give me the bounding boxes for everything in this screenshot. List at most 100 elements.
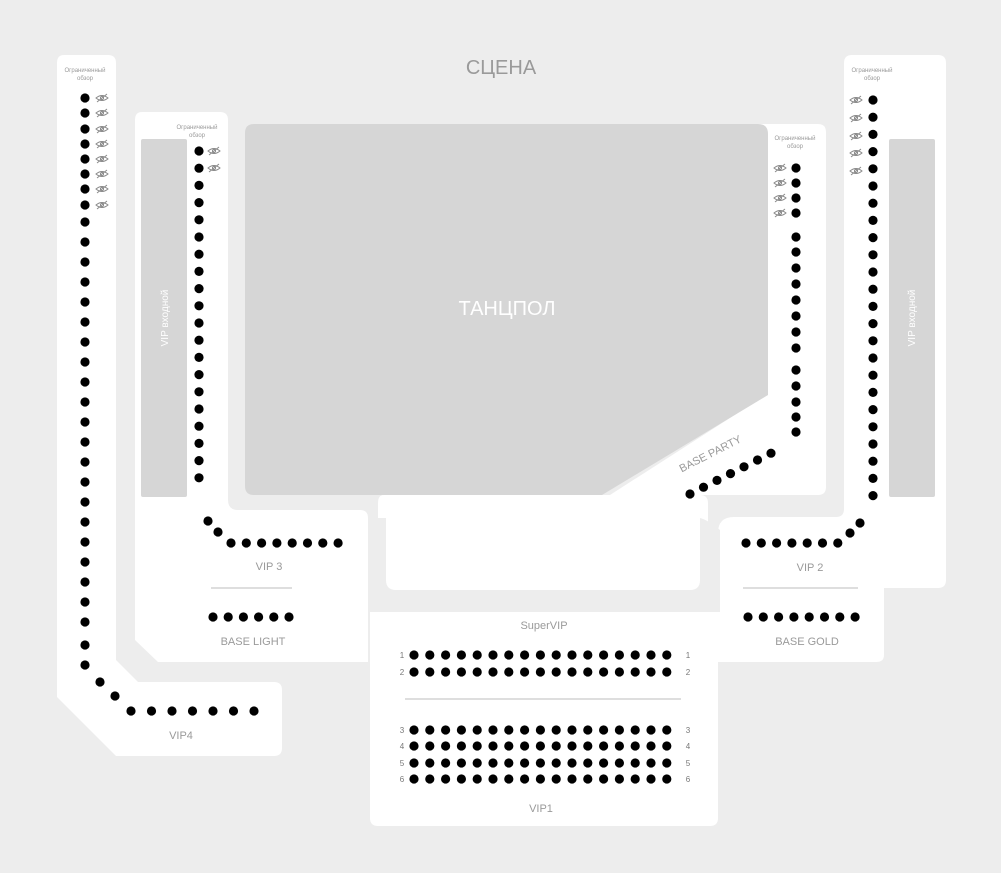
seat-base-party[interactable]	[791, 232, 801, 242]
seat-base-party[interactable]	[752, 455, 763, 465]
seat-base-gold[interactable]	[850, 612, 860, 622]
seat-vip4[interactable]	[80, 237, 90, 247]
seat-vip1[interactable]	[646, 758, 656, 768]
seat-vip4[interactable]	[80, 257, 90, 267]
seat-base-light[interactable]	[254, 612, 264, 622]
seat-vip3[interactable]	[318, 538, 328, 548]
seat-vip3[interactable]	[194, 456, 204, 466]
seat-base-party[interactable]	[791, 178, 801, 188]
seat-supervip[interactable]	[567, 667, 577, 677]
seat-vip2[interactable]	[741, 538, 751, 548]
seat-vip2[interactable]	[868, 112, 878, 122]
seat-vip1[interactable]	[630, 741, 640, 751]
seat-vip1[interactable]	[504, 741, 514, 751]
seat-vip3[interactable]	[257, 538, 267, 548]
seat-vip1[interactable]	[409, 725, 419, 735]
seat-vip1[interactable]	[409, 741, 419, 751]
seat-supervip[interactable]	[535, 667, 546, 677]
seat-vip1[interactable]	[630, 774, 640, 784]
seat-vip1[interactable]	[456, 725, 466, 735]
seat-vip4[interactable]	[80, 597, 90, 607]
seat-base-party[interactable]	[766, 448, 776, 458]
seat-vip1[interactable]	[599, 725, 609, 735]
seat-vip4[interactable]	[80, 377, 90, 387]
seat-vip2[interactable]	[868, 387, 878, 397]
seat-base-party[interactable]	[739, 462, 749, 472]
seat-vip3[interactable]	[194, 232, 204, 242]
seat-vip3[interactable]	[194, 404, 204, 414]
seat-vip4[interactable]	[187, 706, 198, 716]
seat-vip4[interactable]	[249, 706, 259, 716]
seat-vip4[interactable]	[146, 706, 157, 716]
seat-supervip[interactable]	[535, 650, 546, 660]
seat-supervip[interactable]	[567, 650, 577, 660]
seat-base-party[interactable]	[791, 397, 801, 407]
seat-vip4[interactable]	[80, 124, 90, 134]
seat-base-party[interactable]	[791, 208, 801, 218]
seat-vip1[interactable]	[441, 758, 451, 768]
seat-base-party[interactable]	[791, 163, 801, 173]
seat-vip4[interactable]	[80, 154, 90, 164]
seat-base-party[interactable]	[791, 365, 801, 375]
seat-vip4[interactable]	[80, 417, 90, 427]
seat-vip3[interactable]	[194, 438, 204, 448]
seat-vip3[interactable]	[194, 318, 204, 328]
seat-vip4[interactable]	[80, 497, 90, 507]
seat-vip4[interactable]	[80, 617, 90, 627]
seat-vip3[interactable]	[194, 163, 204, 173]
seat-vip2[interactable]	[868, 336, 878, 346]
seat-vip4[interactable]	[80, 297, 90, 307]
seat-vip2[interactable]	[868, 267, 878, 277]
seat-supervip[interactable]	[456, 667, 466, 677]
seat-base-gold[interactable]	[743, 612, 753, 622]
seat-vip3[interactable]	[194, 335, 204, 345]
seat-supervip[interactable]	[630, 650, 640, 660]
seat-vip4[interactable]	[80, 357, 90, 367]
seat-vip1[interactable]	[535, 741, 546, 751]
seat-vip2[interactable]	[868, 215, 878, 225]
seat-vip3[interactable]	[194, 180, 204, 190]
seat-vip1[interactable]	[662, 725, 672, 735]
seat-vip2[interactable]	[868, 164, 878, 174]
seat-vip2[interactable]	[868, 181, 878, 191]
seat-vip2[interactable]	[845, 528, 855, 538]
seat-vip1[interactable]	[472, 774, 482, 784]
seat-vip1[interactable]	[504, 774, 514, 784]
seat-base-party[interactable]	[791, 279, 801, 289]
seat-supervip[interactable]	[488, 667, 498, 677]
seat-vip1[interactable]	[456, 758, 466, 768]
seat-supervip[interactable]	[583, 650, 593, 660]
seat-vip1[interactable]	[488, 774, 498, 784]
seat-supervip[interactable]	[441, 650, 451, 660]
seat-vip4[interactable]	[80, 640, 90, 650]
seat-vip1[interactable]	[456, 741, 466, 751]
seat-base-gold[interactable]	[819, 612, 830, 622]
seat-base-party[interactable]	[791, 295, 801, 305]
seat-vip2[interactable]	[772, 538, 782, 548]
seat-supervip[interactable]	[551, 650, 561, 660]
seat-vip1[interactable]	[409, 758, 419, 768]
seat-supervip[interactable]	[583, 667, 593, 677]
seat-base-party[interactable]	[791, 263, 801, 273]
seat-vip4[interactable]	[80, 139, 90, 149]
seat-vip3[interactable]	[333, 538, 343, 548]
seat-vip1[interactable]	[535, 758, 546, 768]
seat-supervip[interactable]	[646, 650, 656, 660]
seat-vip2[interactable]	[868, 233, 878, 243]
seat-vip3[interactable]	[302, 538, 313, 548]
seat-supervip[interactable]	[551, 667, 561, 677]
seat-base-light[interactable]	[238, 612, 248, 622]
seat-vip4[interactable]	[228, 706, 239, 716]
seat-base-gold[interactable]	[758, 612, 768, 622]
seat-vip1[interactable]	[567, 774, 577, 784]
seat-vip1[interactable]	[425, 725, 435, 735]
seat-vip3[interactable]	[194, 301, 204, 311]
seat-vip3[interactable]	[194, 266, 204, 276]
seat-vip4[interactable]	[95, 677, 105, 687]
seat-base-party[interactable]	[791, 343, 801, 353]
seat-supervip[interactable]	[504, 650, 514, 660]
seat-vip1[interactable]	[583, 725, 593, 735]
seat-vip1[interactable]	[583, 758, 593, 768]
seat-vip4[interactable]	[80, 184, 90, 194]
seat-vip1[interactable]	[425, 758, 435, 768]
